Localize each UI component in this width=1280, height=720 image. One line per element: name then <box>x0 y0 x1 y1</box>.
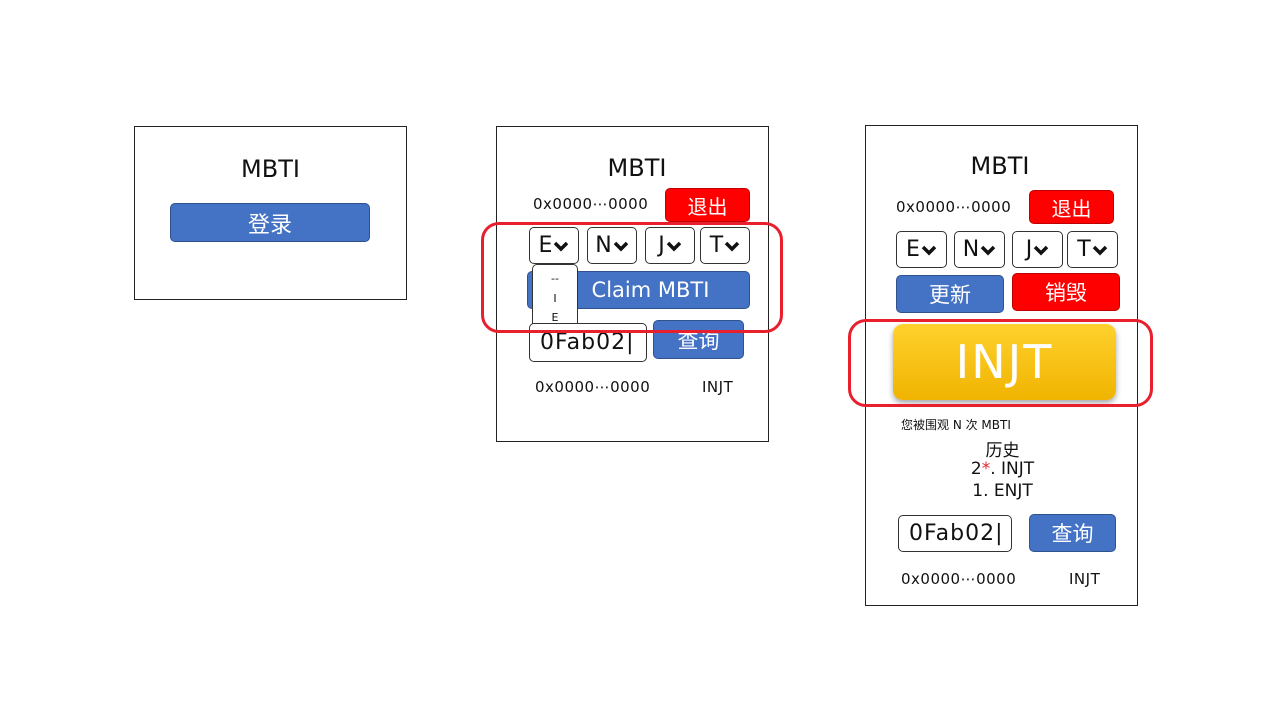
ei-select[interactable]: E <box>896 231 947 268</box>
update-button[interactable]: 更新 <box>896 275 1004 313</box>
ns-select[interactable]: N <box>587 227 637 264</box>
wallet-address: 0x0000⋯0000 <box>533 195 649 213</box>
ns-select-value: N <box>962 237 980 262</box>
dropdown-option[interactable]: -- <box>551 271 559 285</box>
chevron-down-icon <box>980 245 996 255</box>
logout-button[interactable]: 退出 <box>665 188 750 222</box>
footer-mbti: INJT <box>702 378 734 396</box>
app-title: MBTI <box>607 154 667 182</box>
dropdown-option[interactable]: I <box>553 291 557 305</box>
wallet-address: 0x0000⋯0000 <box>896 198 1012 216</box>
chevron-down-icon <box>554 241 569 251</box>
jp-select[interactable]: J <box>645 227 695 264</box>
logout-button[interactable]: 退出 <box>1029 190 1114 224</box>
ei-dropdown-menu: -- I E <box>532 264 578 332</box>
footer-mbti: INJT <box>1069 570 1101 588</box>
tf-select[interactable]: T <box>1067 231 1118 268</box>
query-button[interactable]: 查询 <box>653 320 744 359</box>
chevron-down-icon <box>921 245 937 255</box>
app-title: MBTI <box>970 152 1030 180</box>
footer-address: 0x0000⋯0000 <box>535 378 651 396</box>
history-item-index: 2 <box>970 459 982 479</box>
history-item-type: . ENJT <box>983 481 1033 501</box>
app-title: MBTI <box>241 155 300 183</box>
profile-screen: MBTI 0x0000⋯0000 退出 E N J T 更新 销毁 您被围观 N… <box>865 125 1138 606</box>
jp-select-value: J <box>658 233 665 258</box>
tf-select-value: T <box>709 233 724 258</box>
ei-select-value: E <box>906 237 920 262</box>
history-item: 2*. INJT <box>866 459 1139 479</box>
destroy-button[interactable]: 销毁 <box>1012 273 1120 311</box>
chevron-down-icon <box>724 241 740 251</box>
ns-select-value: N <box>595 233 612 258</box>
query-button[interactable]: 查询 <box>1029 514 1116 552</box>
ei-select[interactable]: E <box>529 227 579 264</box>
footer-address: 0x0000⋯0000 <box>901 570 1017 588</box>
login-button[interactable]: 登录 <box>170 203 370 242</box>
dropdown-option[interactable]: E <box>551 311 559 325</box>
history-title: 历史 <box>985 441 1020 461</box>
chevron-down-icon <box>666 241 681 251</box>
ns-select[interactable]: N <box>954 231 1005 268</box>
address-query-input[interactable]: 0Fab02| <box>898 515 1012 552</box>
jp-select-value: J <box>1025 237 1033 262</box>
highlight-frame <box>848 319 1153 407</box>
chevron-down-icon <box>1034 245 1049 255</box>
jp-select[interactable]: J <box>1012 231 1063 268</box>
viewed-count-text: 您被围观 N 次 MBTI <box>901 418 1011 432</box>
history-item-type: . INJT <box>990 459 1035 479</box>
history-item: 1. ENJT <box>866 481 1139 501</box>
chevron-down-icon <box>613 241 628 251</box>
claim-screen: MBTI 0x0000⋯0000 退出 E N J T Claim MBTI -… <box>496 126 769 442</box>
mbti-result-badge: INJT <box>893 324 1116 400</box>
address-query-input[interactable]: 0Fab02| <box>529 323 647 362</box>
history-item-index: 1 <box>972 481 984 501</box>
highlight-frame <box>481 222 783 333</box>
ei-select-value: E <box>538 233 553 258</box>
chevron-down-icon <box>1092 245 1107 255</box>
latest-star: * <box>981 459 991 479</box>
login-screen: MBTI 登录 <box>134 126 407 300</box>
tf-select[interactable]: T <box>700 227 750 264</box>
tf-select-value: T <box>1077 237 1091 262</box>
